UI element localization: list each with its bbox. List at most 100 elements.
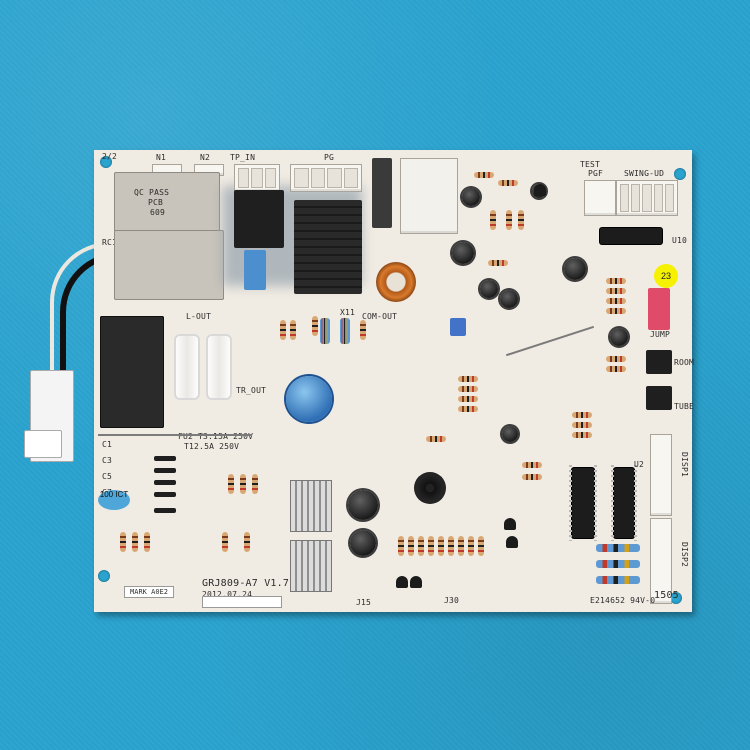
silk-date: 2012.07.24 (202, 590, 253, 599)
power-module (372, 158, 392, 228)
disp1-connector (650, 434, 672, 516)
silk-c1: C1 (102, 440, 113, 449)
resistor (606, 278, 626, 284)
resistor (426, 436, 446, 442)
heatsink (290, 480, 332, 532)
transistor (504, 518, 516, 530)
electrolytic-capacitor (350, 530, 376, 556)
silk-l-out: L-OUT (186, 312, 212, 321)
transistor (410, 576, 422, 588)
blue-resistor (596, 544, 640, 552)
mounting-hole (670, 592, 682, 604)
resistor (522, 474, 542, 480)
resistor (522, 462, 542, 468)
tube-connector (646, 386, 672, 410)
silk-n2: N2 (200, 153, 211, 162)
gray-relay (114, 172, 220, 232)
resistor (606, 298, 626, 304)
silk-j30: J30 (444, 596, 460, 605)
silk-qc: QC PASS (134, 188, 170, 197)
silk-tp-in: TP_IN (230, 153, 256, 162)
resistor (280, 320, 286, 340)
blue-resistor (596, 560, 640, 568)
resistor (290, 320, 296, 340)
resistor (244, 532, 250, 552)
electrolytic-capacitor (452, 242, 474, 264)
fuse-1 (174, 334, 200, 400)
silk-j15: J15 (356, 598, 372, 607)
silk-tube: TUBE (674, 402, 695, 411)
resistor (468, 536, 474, 556)
electrolytic-capacitor (564, 258, 586, 280)
silk-c5: C5 (102, 472, 113, 481)
resistor (490, 210, 496, 230)
resistor (506, 210, 512, 230)
mounting-hole (98, 570, 110, 582)
silk-pg: PG (324, 153, 335, 162)
silk-com-out: COM-OUT (362, 312, 398, 321)
swing-ud-connector (616, 180, 678, 216)
resistor (120, 532, 126, 552)
transformer-block (234, 190, 284, 248)
blue-resistor (320, 318, 330, 344)
ic-u10 (600, 228, 662, 244)
yellow-sticker: 23 (654, 264, 678, 288)
resistor (458, 536, 464, 556)
silk-outline (505, 325, 595, 357)
crystal (450, 318, 466, 336)
silk-n1: N1 (156, 153, 167, 162)
mounting-hole (100, 156, 112, 168)
diode (154, 468, 176, 473)
silk-x11: X11 (340, 308, 356, 317)
resistor (428, 536, 434, 556)
resistor (448, 536, 454, 556)
silk-pgf: PGF (588, 169, 604, 178)
resistor (398, 536, 404, 556)
resistor (228, 474, 234, 494)
resistor (458, 396, 478, 402)
resistor (144, 532, 150, 552)
blue-resistor (596, 576, 640, 584)
silk-page: 2/2 (102, 152, 118, 161)
silk-fuse1-rating: T3.15A 250V (198, 432, 254, 441)
silk-model: GRJ809-A7 V1.7 (202, 578, 290, 589)
resistor (606, 308, 626, 314)
resistor (418, 536, 424, 556)
blue-capacitor (286, 376, 332, 422)
wire-plug-head (24, 430, 62, 458)
fuse-2 (206, 334, 232, 400)
resistor (478, 536, 484, 556)
mark-label: MARK A0E2 (124, 586, 174, 598)
silk-disp2: DISP2 (680, 541, 690, 568)
silk-u2: U2 (634, 460, 645, 469)
resistor (438, 536, 444, 556)
transformer-coil (294, 200, 362, 294)
silk-room: ROOM (674, 358, 695, 367)
diode (154, 492, 176, 497)
electrolytic-capacitor (610, 328, 628, 346)
ic-u2 (611, 465, 637, 541)
silk-outline (98, 434, 252, 436)
silk-disp1: DISP1 (680, 451, 690, 478)
ict-sticker: 100 ICT (98, 490, 130, 510)
transistor (506, 536, 518, 548)
resistor (408, 536, 414, 556)
tp-in-connector (234, 164, 280, 192)
electrolytic-capacitor (500, 290, 518, 308)
resistor (606, 356, 626, 362)
silk-test: TEST (580, 160, 601, 169)
gray-relay-lower (114, 230, 224, 300)
electrolytic-capacitor (502, 426, 518, 442)
transistor (396, 576, 408, 588)
transistor (534, 184, 546, 196)
resistor (360, 320, 366, 340)
silk-rc1: RC1 (102, 238, 118, 247)
silk-footer-code: E214652 94V-0 (590, 596, 656, 605)
silk-swing-ud: SWING-UD (624, 169, 665, 178)
resistor (458, 386, 478, 392)
resistor (458, 376, 478, 382)
mounting-hole (674, 168, 686, 180)
silk-fu2: FU2 (178, 432, 194, 441)
ic-u2b (569, 465, 597, 541)
electrolytic-capacitor (480, 280, 498, 298)
